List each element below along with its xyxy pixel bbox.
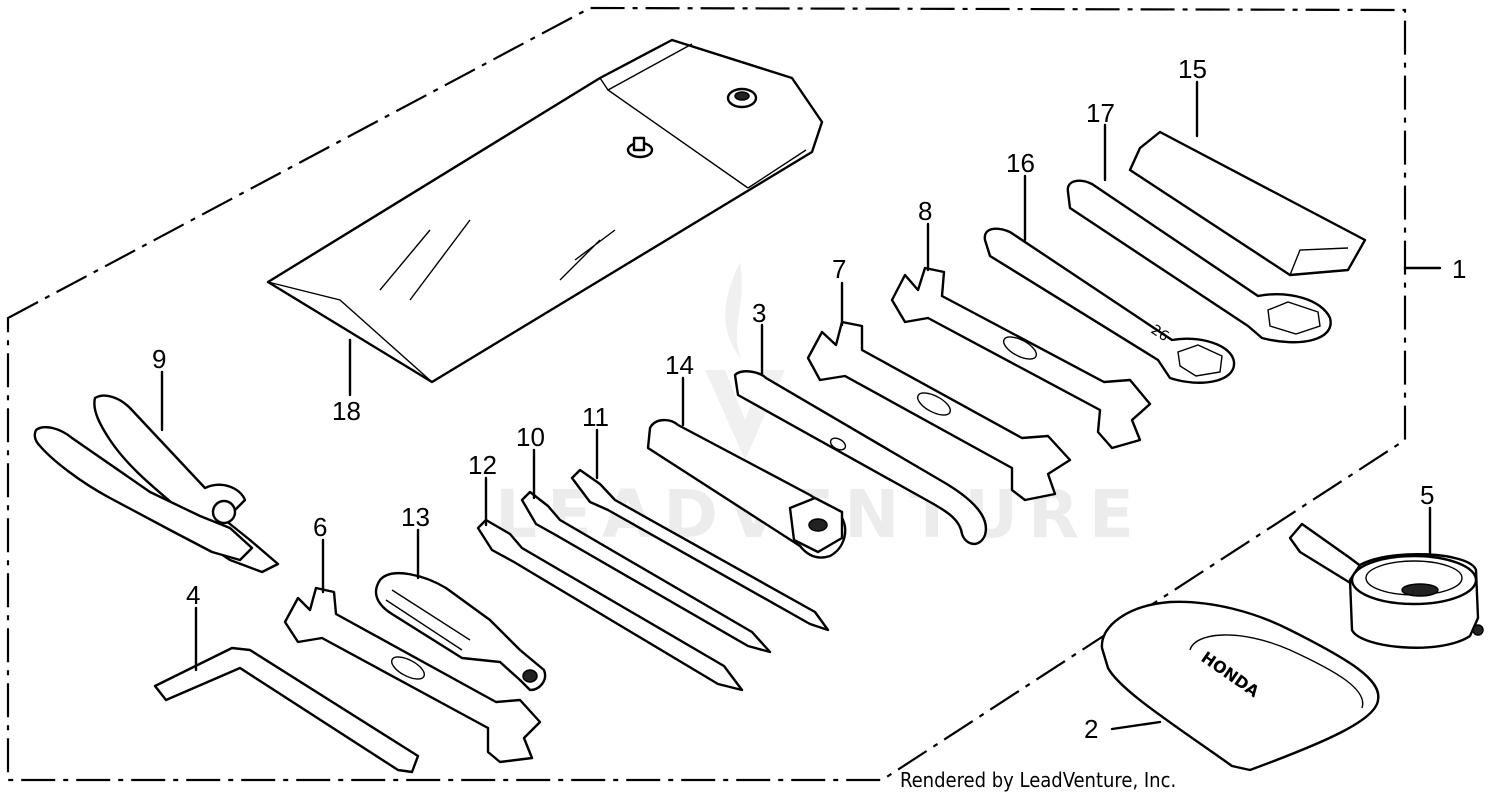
callout-2: 2: [1084, 714, 1098, 744]
callout-10: 10: [516, 422, 545, 452]
open-wrench-6: [283, 586, 542, 764]
screwdriver-bit-10: [520, 490, 772, 654]
callout-9: 9: [152, 344, 166, 374]
pliers-9: [33, 394, 280, 574]
screwdriver-grip-12: [476, 518, 744, 692]
callout-12: 12: [468, 450, 497, 480]
callout-15: 15: [1178, 54, 1207, 84]
tool-bag: [266, 38, 824, 384]
callout-16: 16: [1006, 148, 1035, 178]
callout-4: 4: [186, 580, 200, 610]
callout-13: 13: [401, 502, 430, 532]
callout-1: 1: [1452, 254, 1466, 284]
screwdriver-bit-11: [570, 468, 830, 632]
open-wrench-7: [806, 320, 1072, 502]
callout-14: 14: [665, 350, 694, 380]
tool-pouch-2: HONDA: [1100, 600, 1380, 772]
callout-17: 17: [1086, 98, 1115, 128]
box-wrench-17: [1066, 179, 1332, 344]
plug-wrench-14: [646, 418, 847, 559]
open-wrench-8: [890, 266, 1152, 450]
callout-11: 11: [582, 402, 609, 432]
render-credit: Rendered by LeadVenture, Inc.: [900, 768, 1176, 792]
callout-5: 5: [1420, 480, 1434, 510]
grip-rubber: [1128, 130, 1367, 277]
callout-6: 6: [313, 512, 327, 542]
callout-18: 18: [332, 396, 361, 426]
callout-3: 3: [752, 298, 766, 328]
box-wrench-16: 26: [983, 227, 1236, 384]
leader-2: [1110, 720, 1162, 731]
callout-labels: 1 2 3 4 5 6 7 8 9 10 11 12 13 14 15 16 1…: [152, 54, 1466, 744]
callout-7: 7: [832, 254, 846, 284]
spoke-wrench-5: [1288, 522, 1484, 649]
hex-key-4: [153, 646, 420, 774]
callout-8: 8: [918, 196, 932, 226]
